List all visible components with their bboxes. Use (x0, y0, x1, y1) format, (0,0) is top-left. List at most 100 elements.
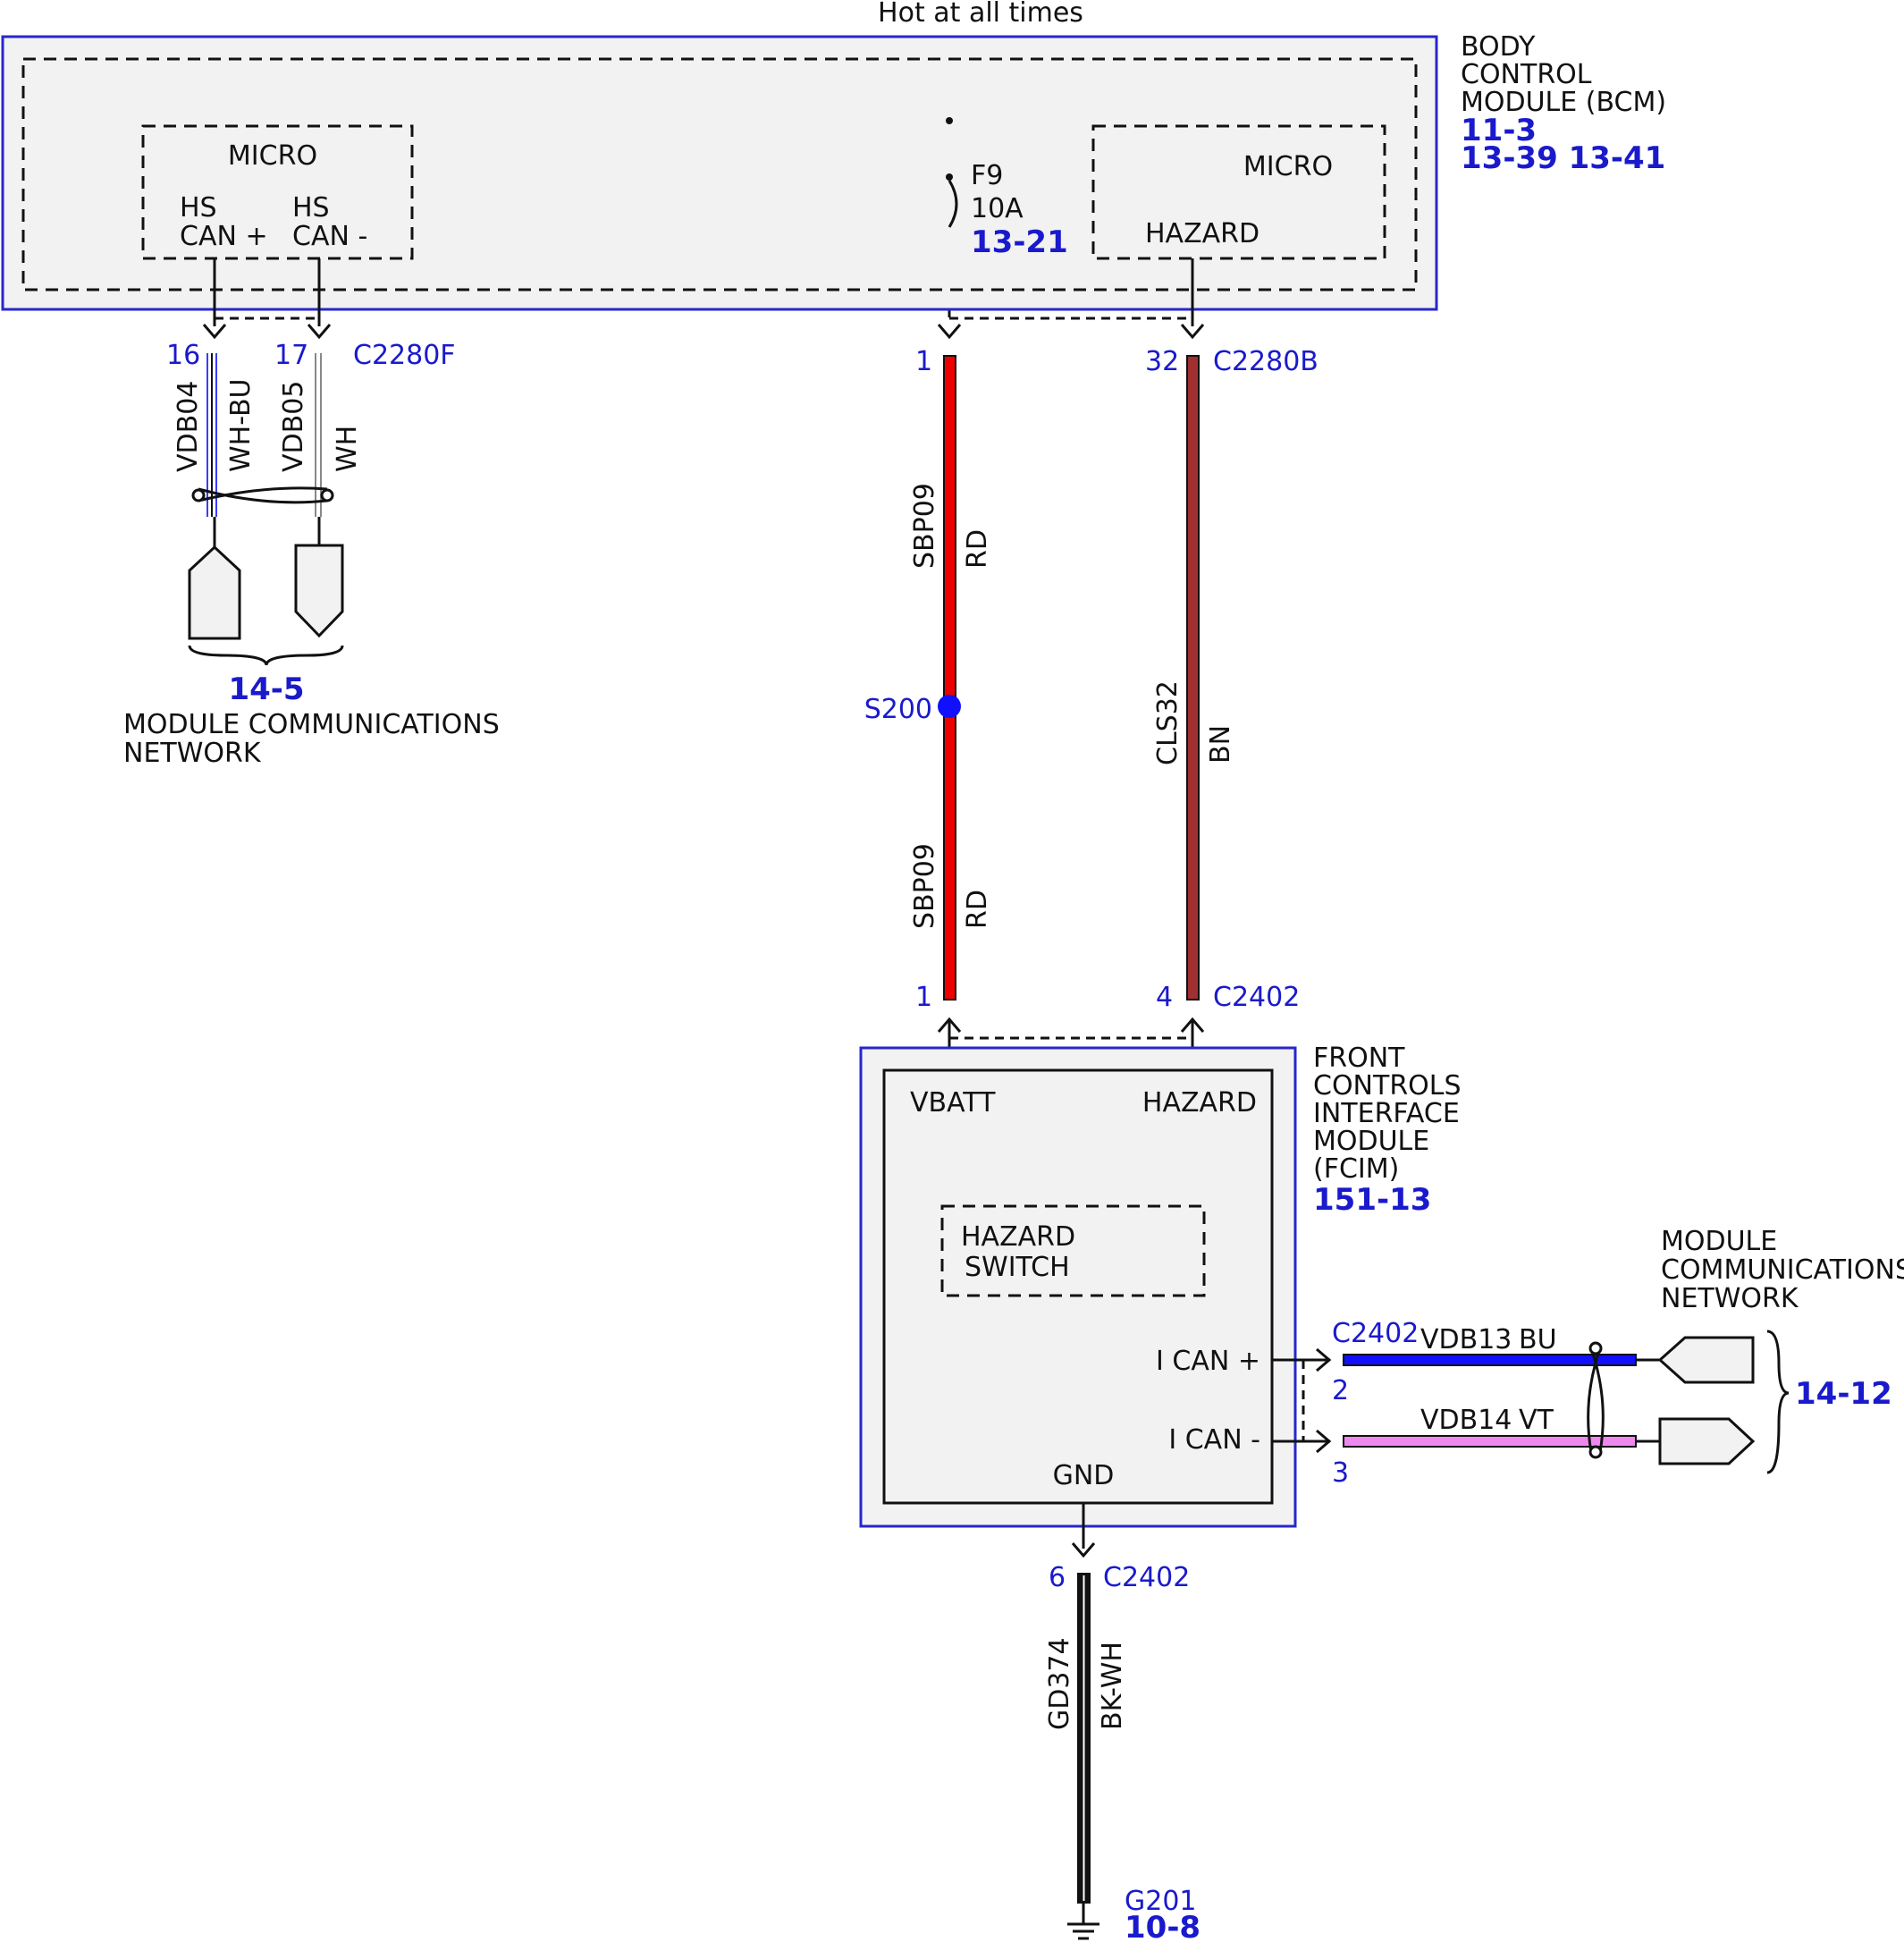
hs-can-minus-label-2: CAN - (292, 221, 367, 252)
network-right-name-3: NETWORK (1661, 1283, 1799, 1314)
c2402-pin3-arrow (1316, 1429, 1332, 1454)
c2280b-pin32: 32 (1145, 346, 1179, 377)
fcim-hazard-label: HAZARD (1142, 1087, 1257, 1119)
c2280f-name: C2280F (353, 340, 456, 371)
ground-ref[interactable]: 10-8 (1125, 1910, 1201, 1942)
twisted-pair-marker-left (191, 486, 334, 504)
c2280b-pin1-arrow (937, 324, 962, 340)
vdb05-circuit: VDB05 (278, 381, 309, 472)
c2402-can-pin3: 3 (1332, 1457, 1349, 1489)
network-connector-right-2[interactable] (1658, 1417, 1756, 1465)
vdb04-circuit: VDB04 (173, 381, 204, 472)
bcm-name-line-2: CONTROL (1461, 59, 1592, 90)
sbp09-color-lower: RD (962, 890, 993, 929)
wire-vdb13[interactable] (1343, 1354, 1637, 1366)
c2402-gnd-pin6: 6 (1049, 1562, 1066, 1593)
vdb13-circuit: VDB13 (1420, 1324, 1512, 1355)
bcm-micro-left (141, 124, 414, 260)
fcim-name-1: FRONT (1313, 1043, 1405, 1074)
fcim-vbatt-label: VBATT (910, 1087, 996, 1119)
wire-sbp09-upper[interactable] (943, 355, 956, 707)
bcm-name-line-3: MODULE (BCM) (1461, 87, 1666, 118)
twisted-pair-marker-right (1587, 1341, 1605, 1459)
network-right-name-1: MODULE (1661, 1226, 1777, 1257)
hazard-switch-label-1: HAZARD (961, 1221, 1075, 1253)
network-left-ref[interactable]: 14-5 (228, 671, 304, 707)
network-left-name-2: NETWORK (123, 738, 262, 769)
bcm-module-box[interactable] (1, 35, 1438, 311)
hazard-output-label: HAZARD (1145, 218, 1260, 249)
gd374-circuit: GD374 (1044, 1637, 1075, 1730)
c2280f-pin17: 17 (274, 340, 308, 371)
c2280b-pin1: 1 (915, 346, 932, 377)
bcm-name-line-1: BODY (1461, 31, 1536, 63)
hs-can-minus-label-1: HS (292, 192, 330, 224)
fcim-inner-box (882, 1068, 1274, 1505)
micro-right-title: MICRO (1243, 151, 1333, 182)
fcim-gnd-label: GND (1053, 1460, 1115, 1491)
wire-cls32[interactable] (1186, 355, 1200, 1001)
fcim-ican-minus-label: I CAN - (1168, 1424, 1260, 1456)
c2402-top-pin1: 1 (915, 982, 932, 1013)
sbp09-circuit-upper: SBP09 (909, 483, 940, 569)
power-source-label: Hot at all times (878, 0, 1083, 29)
wire-sbp09-lower[interactable] (943, 705, 956, 1001)
network-brace-left (188, 645, 344, 666)
c2280b-name: C2280B (1213, 346, 1318, 377)
c2402-top-pin4: 4 (1156, 982, 1173, 1013)
splice-s200-label: S200 (864, 694, 932, 725)
bcm-ref-2[interactable]: 13-39 13-41 (1461, 140, 1665, 176)
wire-vdb05[interactable] (315, 353, 322, 517)
vdb13-color: BU (1519, 1324, 1557, 1355)
c2402-top-name: C2402 (1213, 982, 1300, 1013)
fcim-name-2: CONTROLS (1313, 1070, 1462, 1102)
vdb14-color: VT (1519, 1405, 1554, 1436)
wire-vdb14[interactable] (1343, 1435, 1637, 1448)
vdb04-color: WH-BU (225, 378, 257, 472)
sbp09-circuit-lower: SBP09 (909, 843, 940, 929)
hazard-switch-label-2: SWITCH (965, 1252, 1070, 1283)
fcim-name-3: INTERFACE (1313, 1098, 1460, 1129)
wire-vdb04[interactable] (206, 353, 217, 517)
fcim-name-5: (FCIM) (1313, 1153, 1399, 1185)
gd374-color: BK-WH (1097, 1642, 1128, 1730)
fuse-rating: 10A (971, 193, 1024, 224)
network-connector-left-2[interactable] (294, 544, 344, 638)
fuse-name: F9 (971, 160, 1003, 191)
cls32-color: BN (1205, 725, 1236, 764)
c2402-pin4-arrow (1180, 1017, 1205, 1033)
ground-symbol (1067, 1903, 1099, 1940)
cls32-circuit: CLS32 (1152, 680, 1184, 765)
network-right-ref[interactable]: 14-12 (1795, 1376, 1892, 1412)
c2280f-pin16: 16 (166, 340, 200, 371)
c2402-pin2-arrow (1316, 1347, 1332, 1372)
vdb14-circuit: VDB14 (1420, 1405, 1512, 1436)
network-right-name-2: COMMUNICATIONS (1661, 1254, 1904, 1286)
c2402-gnd-name: C2402 (1103, 1562, 1190, 1593)
fcim-ref[interactable]: 151-13 (1313, 1182, 1431, 1218)
bcm-inner-dashed (21, 57, 1418, 291)
c2280b-pin32-arrow (1180, 324, 1205, 340)
hs-can-plus-label-2: CAN + (180, 221, 268, 252)
network-brace-right (1766, 1330, 1790, 1474)
c2402-pin6-arrow (1071, 1542, 1096, 1558)
c2402-pin1-arrow (937, 1017, 962, 1033)
network-connector-left-1[interactable] (188, 545, 241, 640)
fuse-ref[interactable]: 13-21 (971, 224, 1068, 260)
hs-can-plus-label-1: HS (180, 192, 217, 224)
c2280f-pin17-arrow (307, 324, 332, 340)
fuse-f9[interactable] (946, 117, 958, 228)
splice-s200[interactable] (938, 695, 961, 718)
c2402-can-name: C2402 (1332, 1318, 1419, 1349)
micro-left-title: MICRO (228, 140, 317, 172)
fcim-ican-plus-label: I CAN + (1156, 1346, 1260, 1377)
hazard-switch-box[interactable] (940, 1204, 1206, 1297)
network-connector-right-1[interactable] (1657, 1336, 1755, 1384)
vdb05-color: WH (332, 426, 363, 472)
c2280f-pin16-arrow (202, 324, 227, 340)
sbp09-color-upper: RD (962, 529, 993, 569)
c2402-can-pin2: 2 (1332, 1375, 1349, 1406)
bcm-ref-1[interactable]: 11-3 (1461, 113, 1537, 148)
bcm-micro-right (1091, 124, 1386, 260)
